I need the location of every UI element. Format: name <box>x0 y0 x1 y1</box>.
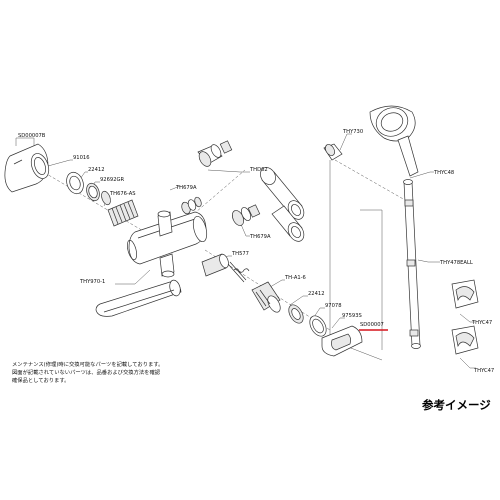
elbow-union-upper-part <box>197 140 233 167</box>
label-thy478eall: THY478EALL <box>439 260 473 266</box>
ring-97078-part <box>309 315 327 337</box>
label-91016: 91016 <box>73 155 90 161</box>
hook-upper-part <box>451 279 479 309</box>
label-sd00007-highlight: SD00007 <box>360 322 384 328</box>
label-97078: 97078 <box>325 303 342 309</box>
ring-92692gr-part <box>101 190 111 206</box>
hose-fitting-part <box>323 143 343 161</box>
label-thyc47-upper: THYC47 <box>471 320 492 326</box>
reference-image-caption: 参考イメージ <box>421 398 491 412</box>
thermo-cartridge-part <box>107 199 139 227</box>
cap-sleeve-part <box>4 143 50 193</box>
label-thy970-1: THY970-1 <box>79 279 105 285</box>
nut-91016-part <box>66 171 84 195</box>
joint-th679a-part <box>181 196 202 215</box>
label-th577: TH577 <box>231 251 249 257</box>
ring-22412-lower-part <box>288 304 304 324</box>
joint-th679a-mid-part <box>231 204 261 226</box>
note-line-3: 確保品としております。 <box>12 376 69 384</box>
label-22412-lower: 22412 <box>308 291 325 297</box>
spout-part <box>95 279 182 317</box>
label-92692gr: 92692GR <box>100 177 125 183</box>
label-22412-top: 22412 <box>88 167 105 173</box>
cartridge-tha1-part <box>251 281 281 313</box>
label-sd00007b: SD00007B <box>18 133 46 139</box>
elbow-arm-upper-part <box>260 167 305 220</box>
hook-lower-part <box>451 325 479 355</box>
hand-shower-part <box>369 105 419 177</box>
label-thd62: THD62 <box>249 167 268 173</box>
label-tha1-6: TH-A1-6 <box>284 275 306 281</box>
label-th679a-top: TH679A <box>175 185 197 191</box>
maintenance-note: メンテナンス(修理)時に交換可能なパーツを記載しております。 図面が記載されてい… <box>12 360 163 384</box>
note-line-2: 図面が記載されていないパーツは、品番および交換方法を確認 <box>12 368 161 376</box>
label-th679a-mid: TH679A <box>249 234 271 240</box>
valve-th577-part <box>201 253 250 283</box>
label-97593s: 97593S <box>342 313 362 319</box>
label-th676-as: TH676-AS <box>109 191 136 197</box>
handle-97593s-part <box>321 325 363 357</box>
part-labels: SD00007B 91016 22412 92692GR TH676-AS TH… <box>18 129 494 374</box>
label-thy730: THY730 <box>342 129 363 135</box>
label-thyc47-lower: THYC47 <box>473 368 494 374</box>
slide-bar-part <box>403 179 421 349</box>
label-thyc48: THYC48 <box>433 170 454 176</box>
mixer-body-part <box>126 210 208 278</box>
note-line-1: メンテナンス(修理)時に交換可能なパーツを記載しております。 <box>12 360 163 368</box>
ring-22412-part <box>86 182 100 202</box>
elbow-arm-lower-part <box>271 205 305 242</box>
